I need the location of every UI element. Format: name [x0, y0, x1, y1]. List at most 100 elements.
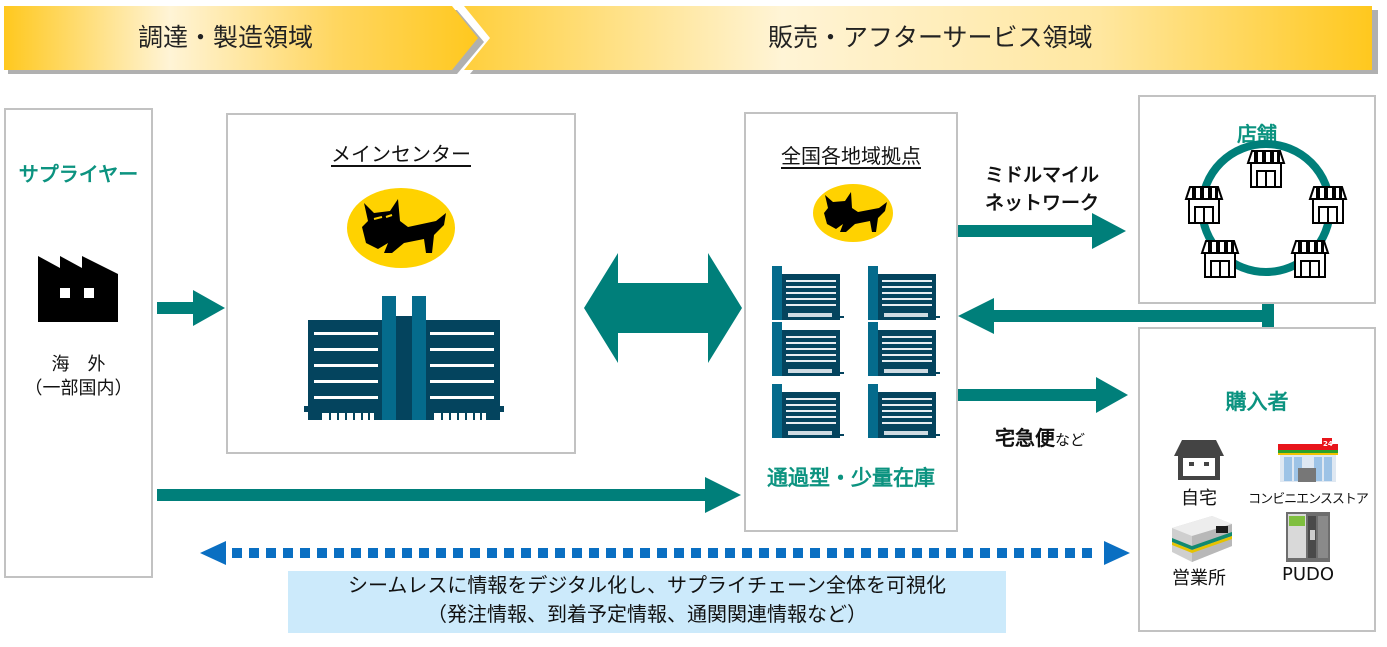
small-warehouse-icon	[772, 322, 844, 376]
arrow-supplier-to-hubs	[157, 477, 741, 513]
dotted-line-segment	[300, 548, 310, 558]
banner-sales-label: 販売・アフターサービス領域	[768, 23, 1093, 52]
store-ring	[1184, 140, 1348, 278]
small-warehouse-icon	[772, 384, 844, 438]
dotted-line-segment	[436, 548, 446, 558]
buyer-item-label: PUDO	[1281, 564, 1335, 585]
store-icon	[1200, 240, 1240, 278]
dotted-line-segment	[742, 548, 752, 558]
dotted-line-segment	[861, 548, 871, 558]
arrow-hubs-to-stores	[958, 213, 1126, 249]
dotted-line-segment	[827, 548, 837, 558]
dotted-line-segment	[589, 548, 599, 558]
dotted-line-segment	[572, 548, 582, 558]
dotted-line-segment	[980, 548, 990, 558]
buyers-title: 購入者	[1225, 390, 1289, 414]
dotted-line-segment	[419, 548, 429, 558]
dotted-line-segment	[963, 548, 973, 558]
dotted-line-segment	[232, 548, 242, 558]
dotted-line-segment	[334, 548, 344, 558]
dotted-line-segment	[283, 548, 293, 558]
store-icon	[1290, 240, 1330, 278]
home-icon	[1174, 440, 1224, 480]
dotted-line-segment	[1048, 548, 1058, 558]
middle-mile-label-line1: ミドルマイル	[985, 164, 1100, 186]
small-warehouse-icon	[868, 266, 940, 320]
dotted-line-segment	[249, 548, 259, 558]
dotted-line-segment	[725, 548, 735, 558]
dotted-line-segment	[1031, 548, 1041, 558]
dotted-line-segment	[538, 548, 548, 558]
store-icon	[1246, 150, 1286, 188]
sales-office-icon	[1172, 516, 1232, 562]
small-warehouse-icon	[772, 266, 844, 320]
dotted-line-segment	[691, 548, 701, 558]
black-cat-logo-icon	[347, 188, 455, 268]
regional-hubs-caption: 通過型・少量在庫	[767, 466, 935, 490]
supplier-location-line2: （一部国内）	[24, 378, 133, 399]
convenience-store-icon: 24	[1278, 438, 1338, 482]
dotted-line-segment	[793, 548, 803, 558]
dotted-line-segment	[351, 548, 361, 558]
small-warehouse-icon	[868, 322, 940, 376]
dotted-line-segment	[912, 548, 922, 558]
buyers-box	[1138, 327, 1376, 632]
dotted-line-segment	[657, 548, 667, 558]
buyer-item-label: コンビニエンスストア	[1248, 492, 1369, 507]
parcel-route-main: 宅急便	[995, 426, 1055, 450]
dotted-line-segment	[555, 548, 565, 558]
banner-shapes	[4, 6, 1378, 74]
dotted-line-segment	[895, 548, 905, 558]
dotted-line-segment	[385, 548, 395, 558]
factory-icon	[38, 256, 118, 322]
parcel-route-label: 宅急便など	[995, 422, 1085, 451]
info-line2: （発注情報、到着予定情報、通関関連情報など）	[427, 602, 867, 626]
dotted-line-segment	[640, 548, 650, 558]
regional-hubs-title: 全国各地域拠点	[781, 144, 921, 168]
dotted-line-segment	[929, 548, 939, 558]
dotted-line-segment	[946, 548, 956, 558]
buyer-item-label: 自宅	[1181, 488, 1217, 509]
arrow-hubs-to-buyers	[958, 377, 1128, 413]
dotted-line-segment	[402, 548, 412, 558]
middle-mile-label-line2: ネットワーク	[985, 192, 1100, 214]
parcel-route-suffix: など	[1055, 431, 1086, 449]
dotted-line-segment	[623, 548, 633, 558]
banner-procurement-label: 調達・製造領域	[138, 23, 314, 52]
dotted-line-segment	[521, 548, 531, 558]
double-arrow-main-center-hubs	[584, 253, 742, 363]
info-line1: シームレスに情報をデジタル化し、サプライチェーン全体を可視化	[348, 573, 946, 597]
store-icon	[1308, 186, 1348, 224]
black-cat-logo-icon	[813, 184, 893, 242]
dotted-line-segment	[997, 548, 1007, 558]
pudo-locker-icon	[1286, 512, 1330, 562]
main-center-title: メインセンター	[331, 142, 471, 166]
dotted-line-segment	[708, 548, 718, 558]
information-flow-dotted-arrow	[200, 541, 1130, 565]
dotted-line-segment	[1082, 548, 1092, 558]
svg-text:24: 24	[1323, 440, 1333, 448]
dotted-line-segment	[606, 548, 616, 558]
arrow-supplier-to-main-center	[157, 290, 225, 326]
store-icon	[1184, 186, 1224, 224]
dotted-line-segment	[1014, 548, 1024, 558]
dotted-line-segment	[266, 548, 276, 558]
dotted-line-segment	[810, 548, 820, 558]
dotted-line-segment	[368, 548, 378, 558]
warehouse-building-icon	[304, 296, 504, 420]
dotted-line-segment	[504, 548, 514, 558]
supplier-box	[4, 108, 153, 578]
buyer-item-label: 営業所	[1172, 568, 1226, 589]
dotted-line-segment	[470, 548, 480, 558]
dotted-line-segment	[453, 548, 463, 558]
dotted-line-segment	[776, 548, 786, 558]
dotted-line-segment	[1065, 548, 1075, 558]
dotted-line-segment	[487, 548, 497, 558]
dotted-line-segment	[759, 548, 769, 558]
dotted-line-segment	[878, 548, 888, 558]
information-visualization-box: シームレスに情報をデジタル化し、サプライチェーン全体を可視化 （発注情報、到着予…	[288, 571, 1006, 633]
dotted-line-segment	[844, 548, 854, 558]
supplier-title: サプライヤー	[18, 162, 139, 186]
dotted-line-segment	[317, 548, 327, 558]
small-warehouse-icon	[868, 384, 940, 438]
